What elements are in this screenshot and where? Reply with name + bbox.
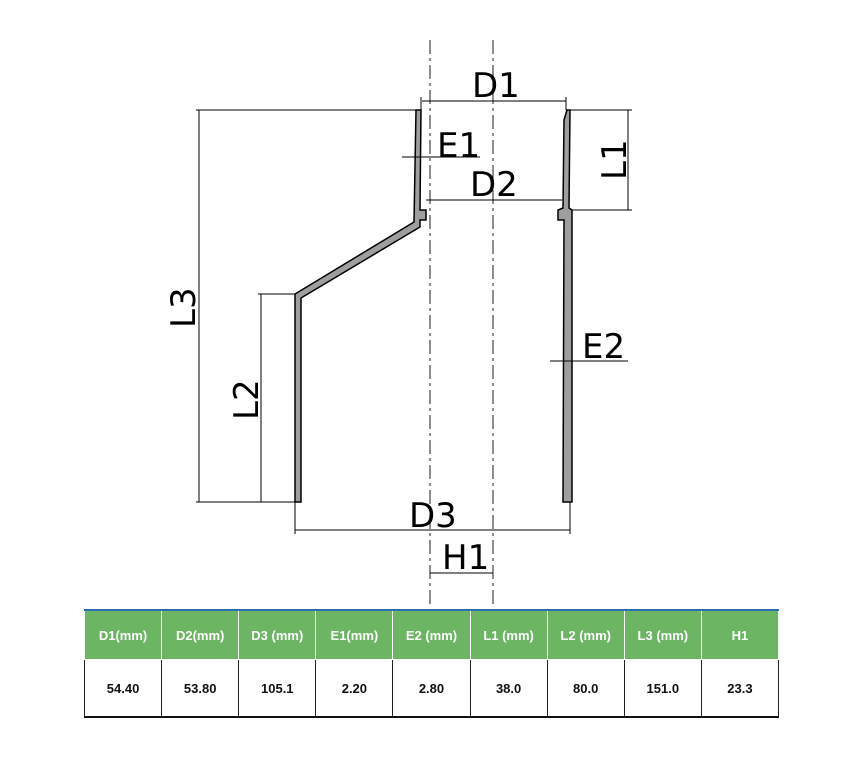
l1-label: L1 [595, 139, 635, 180]
h1-label: H1 [442, 538, 489, 578]
table-cell: 23.3 [700, 659, 780, 718]
table-cell: 38.0 [469, 659, 548, 718]
table-header-cell: L1 (mm) [469, 609, 548, 660]
l3-label: L3 [164, 287, 204, 328]
table-cell: 2.80 [392, 659, 471, 718]
dimension-table: D1(mm) D2(mm) D3 (mm) E1(mm) E2 (mm) L1 … [83, 609, 780, 718]
left-wall [294, 109, 427, 503]
table-header-cell: D1(mm) [83, 609, 163, 660]
table-header-cell: L3 (mm) [623, 609, 702, 660]
table-header-cell: H1 [700, 609, 780, 660]
right-wall [557, 109, 573, 503]
d3-label: D3 [409, 496, 457, 536]
table-header-cell: D3 (mm) [238, 609, 317, 660]
table-cell: 151.0 [623, 659, 702, 718]
e1-label: E1 [437, 126, 480, 166]
table-header-cell: E2 (mm) [392, 609, 471, 660]
table-header-row: D1(mm) D2(mm) D3 (mm) E1(mm) E2 (mm) L1 … [83, 609, 780, 660]
d2-label: D2 [470, 165, 518, 205]
table-cell: 53.80 [161, 659, 240, 718]
table-header-cell: D2(mm) [161, 609, 240, 660]
table-cell: 105.1 [238, 659, 317, 718]
d1-label: D1 [472, 66, 520, 106]
l2-label: L2 [227, 379, 267, 420]
table-header-cell: L2 (mm) [546, 609, 625, 660]
table-cell: 2.20 [315, 659, 394, 718]
e2-label: E2 [582, 327, 625, 367]
table-header-cell: E1(mm) [315, 609, 394, 660]
table-cell: 54.40 [83, 659, 163, 718]
table-cell: 80.0 [546, 659, 625, 718]
table-row: 54.40 53.80 105.1 2.20 2.80 38.0 80.0 15… [83, 659, 780, 718]
